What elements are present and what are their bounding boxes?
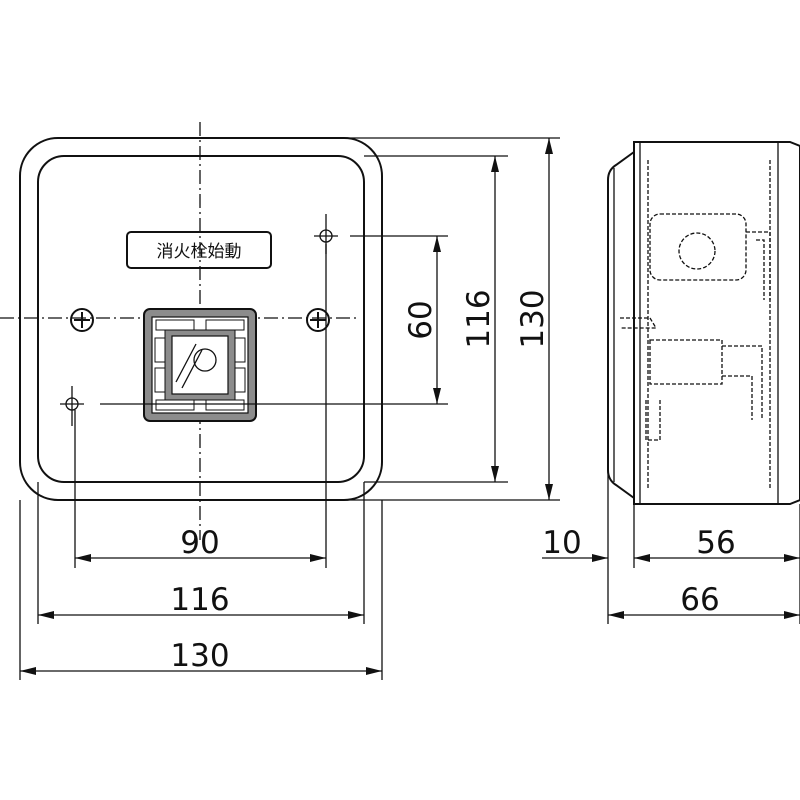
dim-flange-depth: 10 (542, 525, 608, 562)
left-screw-icon (70, 308, 94, 332)
dim-116-height-text: 116 (461, 289, 497, 348)
hidden-lower-housing (649, 339, 723, 385)
hidden-screw (620, 317, 658, 329)
front-view: 消火栓始動 (0, 122, 560, 680)
dim-66-text: 66 (680, 582, 719, 618)
right-screw-icon (306, 308, 330, 332)
front-outer-outline (19, 137, 383, 501)
hidden-upper-cable (746, 231, 771, 300)
dim-inner-width: 116 (38, 582, 364, 619)
dim-130-height-text: 130 (515, 289, 551, 348)
side-body-outline (633, 141, 800, 505)
dim-inner-height: 116 (461, 156, 499, 482)
dim-hole-pitch-horizontal: 90 (75, 525, 326, 562)
hidden-lower-cable (722, 345, 763, 420)
push-button (143, 308, 257, 422)
dim-116-width-text: 116 (170, 582, 229, 618)
hidden-wall-lines (647, 160, 771, 488)
front-inner-plate (37, 155, 365, 483)
hidden-upper-housing (649, 213, 747, 281)
dim-10-text: 10 (542, 525, 581, 561)
dim-total-depth: 66 (608, 582, 800, 619)
dim-90-text: 90 (180, 525, 219, 561)
label-plate (126, 231, 272, 269)
dim-130-width-text: 130 (170, 638, 229, 674)
dim-60-text: 60 (403, 300, 439, 339)
mounting-hole-bottom-left-icon (60, 386, 84, 426)
dim-body-depth: 56 (634, 525, 800, 562)
hidden-upper-hole (678, 232, 716, 270)
side-flange (607, 151, 635, 499)
dim-56-text: 56 (696, 525, 735, 561)
dim-hole-pitch-vertical: 60 (403, 236, 441, 404)
dim-outer-width: 130 (20, 638, 382, 675)
label-plate-text: 消火栓始動 (157, 242, 242, 262)
side-view: 10 56 66 (542, 141, 800, 624)
dim-outer-height: 130 (515, 138, 553, 500)
hidden-terminal (645, 400, 661, 441)
